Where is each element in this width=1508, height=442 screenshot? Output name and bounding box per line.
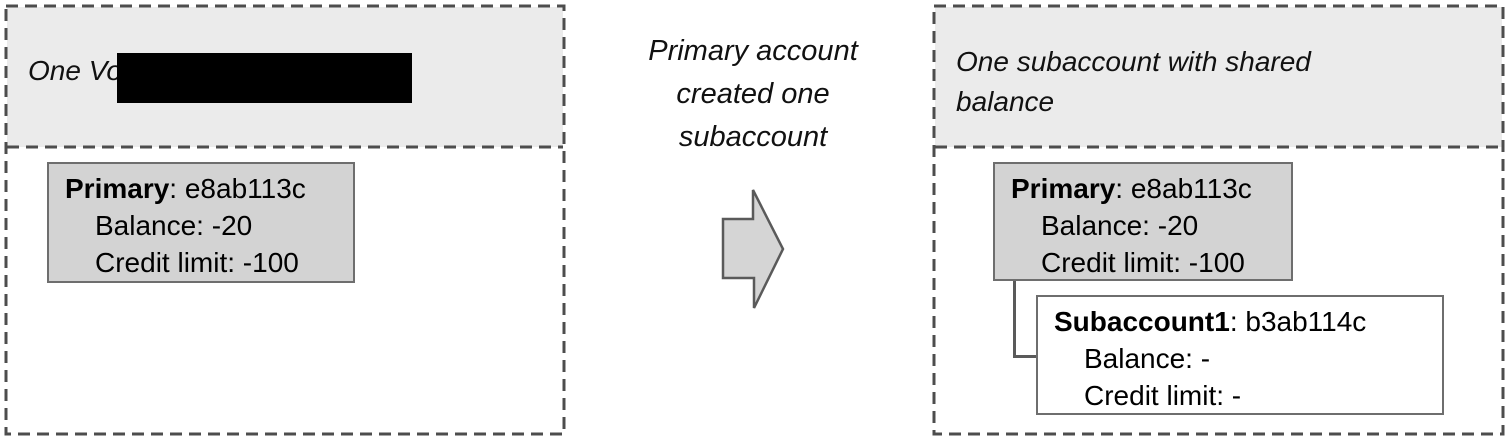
primary-credit-limit-line: Credit limit: -100 xyxy=(1041,247,1245,278)
subaccount-title: Subaccount1: b3ab114c xyxy=(1054,303,1436,340)
primary-account-box-right: Primary: e8ab113c Balance: -20 Credit li… xyxy=(993,162,1293,281)
primary-account-id: : e8ab113c xyxy=(169,173,306,204)
redaction-box xyxy=(117,53,412,103)
subaccount-credit-limit-line: Credit limit: - xyxy=(1084,380,1242,411)
primary-balance-line: Balance: -20 xyxy=(95,210,253,241)
primary-account-label: Primary xyxy=(1011,173,1116,204)
subaccount-balance-line: Balance: - xyxy=(1084,343,1211,374)
primary-account-title: Primary: e8ab113c xyxy=(65,170,347,207)
subaccount-box: Subaccount1: b3ab114c Balance: - Credit … xyxy=(1036,295,1444,415)
right-panel-header-fill xyxy=(935,7,1502,147)
subaccount-id: : b3ab114c xyxy=(1229,306,1367,337)
right-arrow-shape xyxy=(721,189,785,309)
right-panel-title: One subaccount with shared balance xyxy=(956,46,1319,117)
parent-child-connector-vertical xyxy=(1013,281,1016,358)
subaccount-label: Subaccount1 xyxy=(1054,306,1230,337)
transition-label: Primary account created one subaccount xyxy=(620,30,886,159)
primary-account-label: Primary xyxy=(65,173,170,204)
primary-credit-limit-line: Credit limit: -100 xyxy=(95,247,299,278)
transition-label-line: subaccount xyxy=(678,121,828,153)
primary-account-title: Primary: e8ab113c xyxy=(1011,170,1285,207)
primary-account-id: : e8ab113c xyxy=(1115,173,1252,204)
parent-child-connector-horizontal xyxy=(1013,355,1038,358)
left-panel-title: One Vo xyxy=(28,55,122,86)
primary-balance-line: Balance: -20 xyxy=(1041,210,1199,241)
transition-label-line: created one xyxy=(676,78,830,110)
primary-account-box-left: Primary: e8ab113c Balance: -20 Credit li… xyxy=(47,162,355,283)
left-panel-dashed-outline xyxy=(4,4,566,436)
transition-label-line: Primary account xyxy=(648,35,858,67)
right-panel-dashed-outline xyxy=(932,4,1505,436)
right-arrow-icon xyxy=(721,189,785,309)
